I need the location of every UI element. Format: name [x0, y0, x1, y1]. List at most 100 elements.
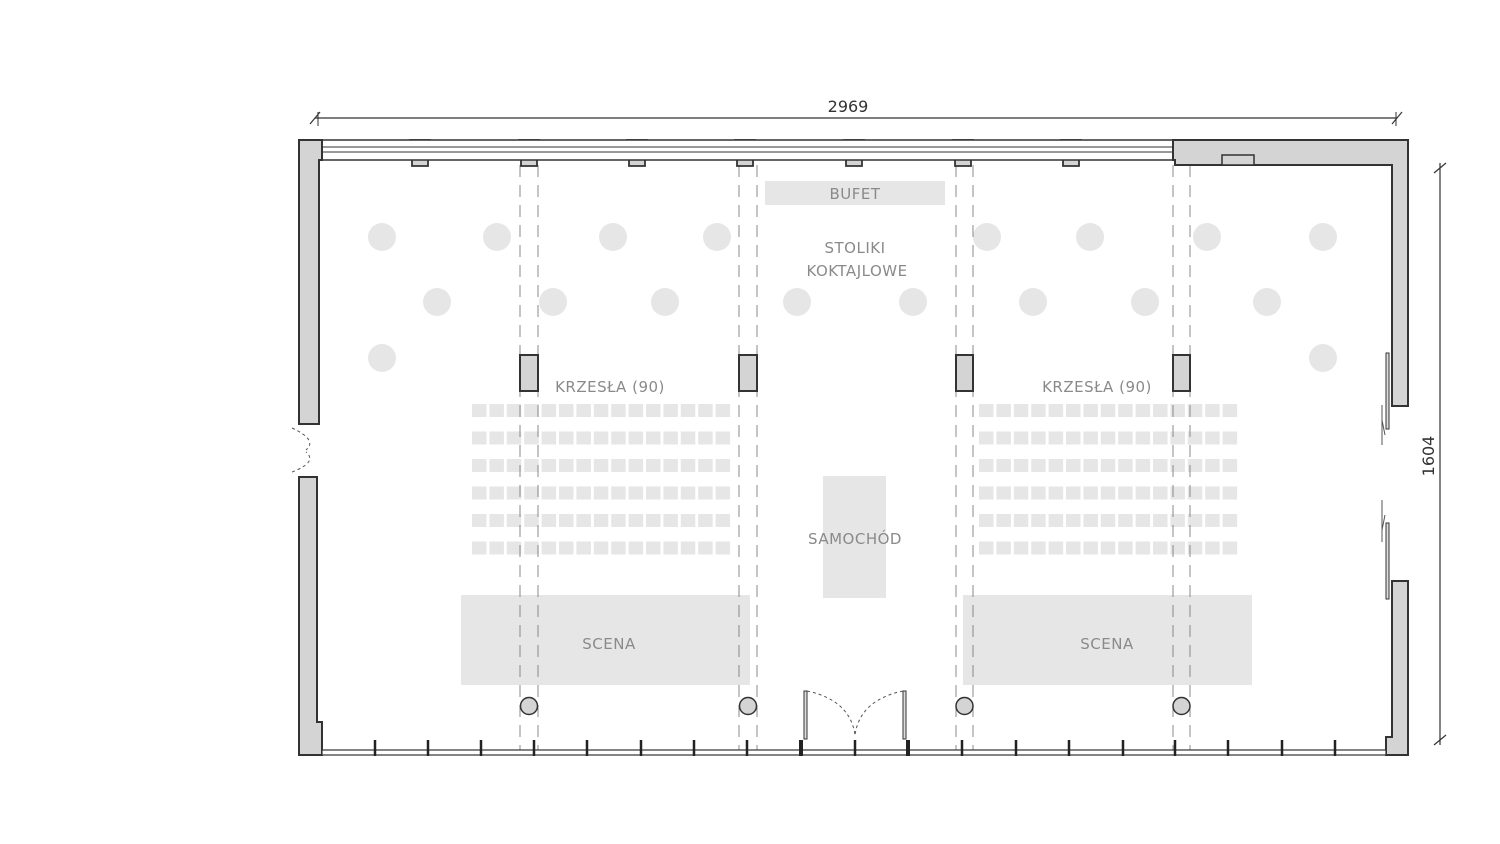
chair	[663, 431, 678, 445]
chair	[996, 459, 1011, 472]
chair	[715, 431, 731, 445]
chair	[1153, 459, 1168, 472]
chair	[715, 486, 731, 500]
chair	[628, 541, 644, 555]
cocktail-table	[1309, 344, 1337, 372]
chair	[996, 514, 1011, 527]
chair	[576, 486, 591, 500]
cocktail-table	[651, 288, 679, 316]
chair	[1187, 486, 1203, 500]
chair	[1135, 459, 1151, 472]
walls	[291, 139, 1409, 756]
left-wall-lower	[298, 476, 323, 756]
chair	[541, 514, 557, 527]
chair	[1187, 541, 1203, 555]
chair	[472, 486, 487, 500]
chair	[996, 541, 1011, 555]
cocktail-table	[368, 223, 396, 251]
chair	[715, 459, 731, 472]
chair	[1135, 486, 1151, 500]
chair	[1205, 486, 1220, 500]
cocktail-table	[539, 288, 567, 316]
chair	[541, 404, 557, 417]
round-column	[955, 696, 974, 716]
chair	[1187, 514, 1203, 527]
chair	[996, 404, 1011, 417]
chair	[593, 431, 609, 445]
round-column	[738, 696, 758, 716]
window-mullions	[373, 740, 1337, 756]
chair	[1100, 514, 1116, 527]
chair	[646, 459, 661, 472]
chair	[576, 459, 591, 472]
chair	[1222, 486, 1238, 500]
chair	[1083, 404, 1098, 417]
chair	[1048, 541, 1064, 555]
chair	[1066, 459, 1081, 472]
chair	[1048, 459, 1064, 472]
chair	[698, 431, 713, 445]
chair	[1100, 541, 1116, 555]
buffet-area	[765, 181, 945, 205]
chair	[1100, 486, 1116, 500]
chair	[698, 486, 713, 500]
chair	[593, 459, 609, 472]
chair	[1170, 431, 1185, 445]
chair	[489, 514, 504, 527]
chair	[1048, 514, 1064, 527]
chair	[1083, 486, 1098, 500]
chair	[628, 431, 644, 445]
top-glazing	[318, 139, 1174, 161]
chair	[646, 514, 661, 527]
chair	[1031, 404, 1046, 417]
chair	[524, 541, 539, 555]
chair	[472, 459, 487, 472]
chair	[1031, 541, 1046, 555]
chair	[1205, 431, 1220, 445]
chair	[559, 431, 574, 445]
chair	[1153, 514, 1168, 527]
cocktail-table	[973, 223, 1001, 251]
chair	[1066, 541, 1081, 555]
chair	[559, 541, 574, 555]
chair	[1013, 459, 1029, 472]
chair	[979, 514, 994, 527]
chair	[1013, 486, 1029, 500]
chair	[1100, 431, 1116, 445]
column	[955, 354, 974, 392]
chair	[1118, 404, 1133, 417]
chair	[472, 404, 487, 417]
chair	[680, 486, 696, 500]
chair	[680, 431, 696, 445]
chair	[1066, 486, 1081, 500]
chair	[1135, 514, 1151, 527]
cocktail-table	[1253, 288, 1281, 316]
chair	[979, 404, 994, 417]
chair	[611, 404, 626, 417]
chair	[663, 459, 678, 472]
chair	[611, 459, 626, 472]
cocktail-tables-label-2: KOKTAJLOWE	[806, 262, 907, 280]
chair	[663, 541, 678, 555]
chairs-left-label: KRZESŁA (90)	[555, 378, 665, 396]
chair	[489, 459, 504, 472]
chair	[611, 514, 626, 527]
chair	[1222, 431, 1238, 445]
column	[1172, 354, 1191, 392]
chair	[611, 486, 626, 500]
chair	[698, 541, 713, 555]
chair	[524, 486, 539, 500]
chair	[472, 541, 487, 555]
chair	[1187, 404, 1203, 417]
width-dimension-label: 2969	[828, 97, 869, 116]
chairs-right-label: KRZESŁA (90)	[1042, 378, 1152, 396]
chair	[680, 514, 696, 527]
chair	[1083, 514, 1098, 527]
chair	[541, 459, 557, 472]
chair	[680, 459, 696, 472]
chair	[1135, 404, 1151, 417]
cocktail-table	[1076, 223, 1104, 251]
chair	[628, 486, 644, 500]
height-dimension-label: 1604	[1419, 436, 1438, 477]
stage-right	[963, 595, 1252, 685]
